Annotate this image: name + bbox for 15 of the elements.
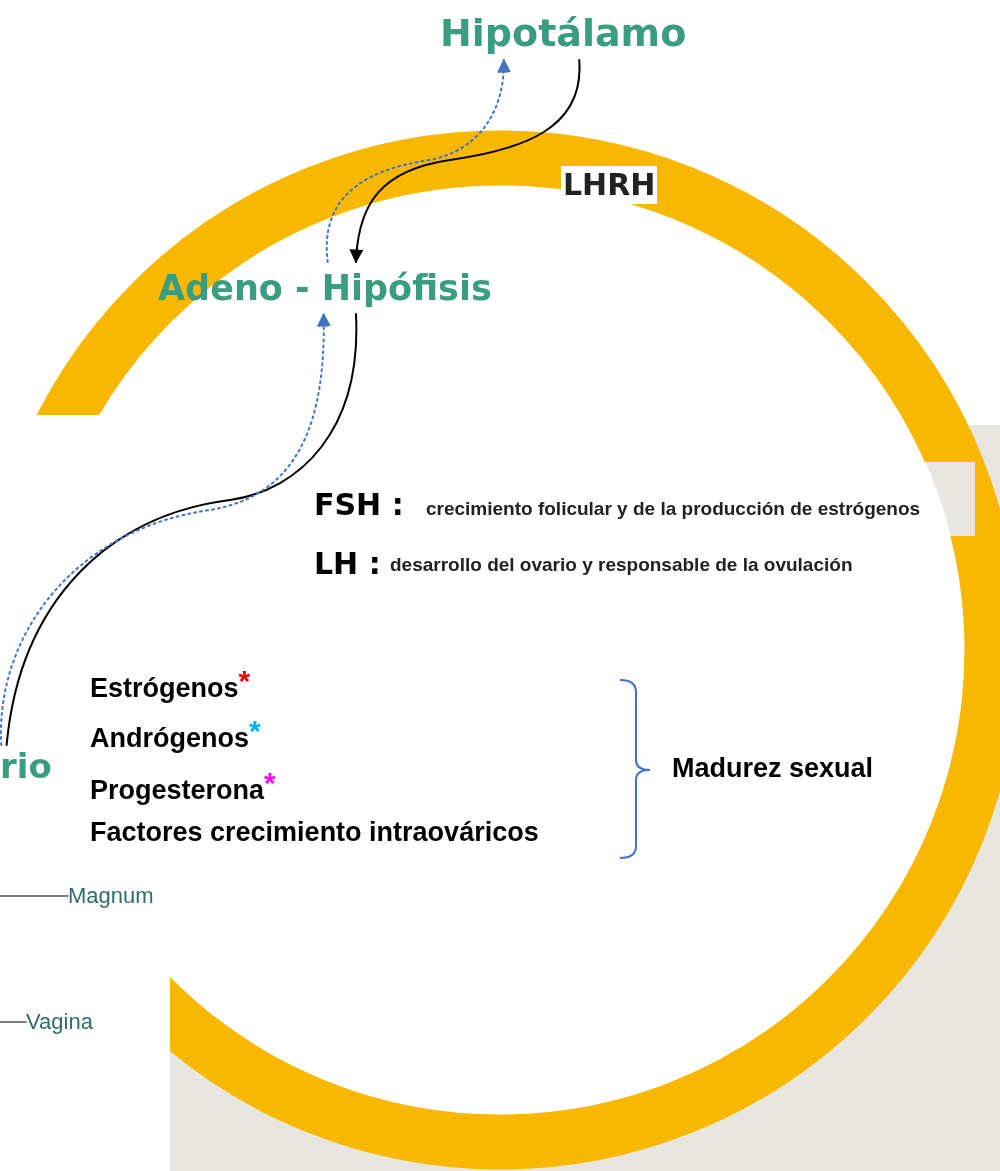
node-label: Vagina (26, 1006, 106, 1038)
text-label: Madurez sexual (672, 752, 874, 785)
leader-line (0, 895, 69, 897)
text-label: crecimiento folicular y de la producción de estrógenos (426, 497, 921, 521)
arrow (349, 59, 581, 264)
text-label: desarrollo del ovario y responsable de la ovulación (390, 553, 853, 577)
text-label: LH : (314, 545, 381, 583)
leader-line (0, 1021, 27, 1023)
node-label: Magnum (68, 880, 168, 912)
node-label: Hipotálamo (440, 6, 730, 60)
edge-label: LHRH (561, 166, 658, 204)
node-label: rio (0, 745, 66, 787)
arrow (325, 58, 511, 263)
text-label: Factores crecimiento intraováricos (90, 816, 539, 849)
text-label: FSH : (314, 486, 404, 524)
